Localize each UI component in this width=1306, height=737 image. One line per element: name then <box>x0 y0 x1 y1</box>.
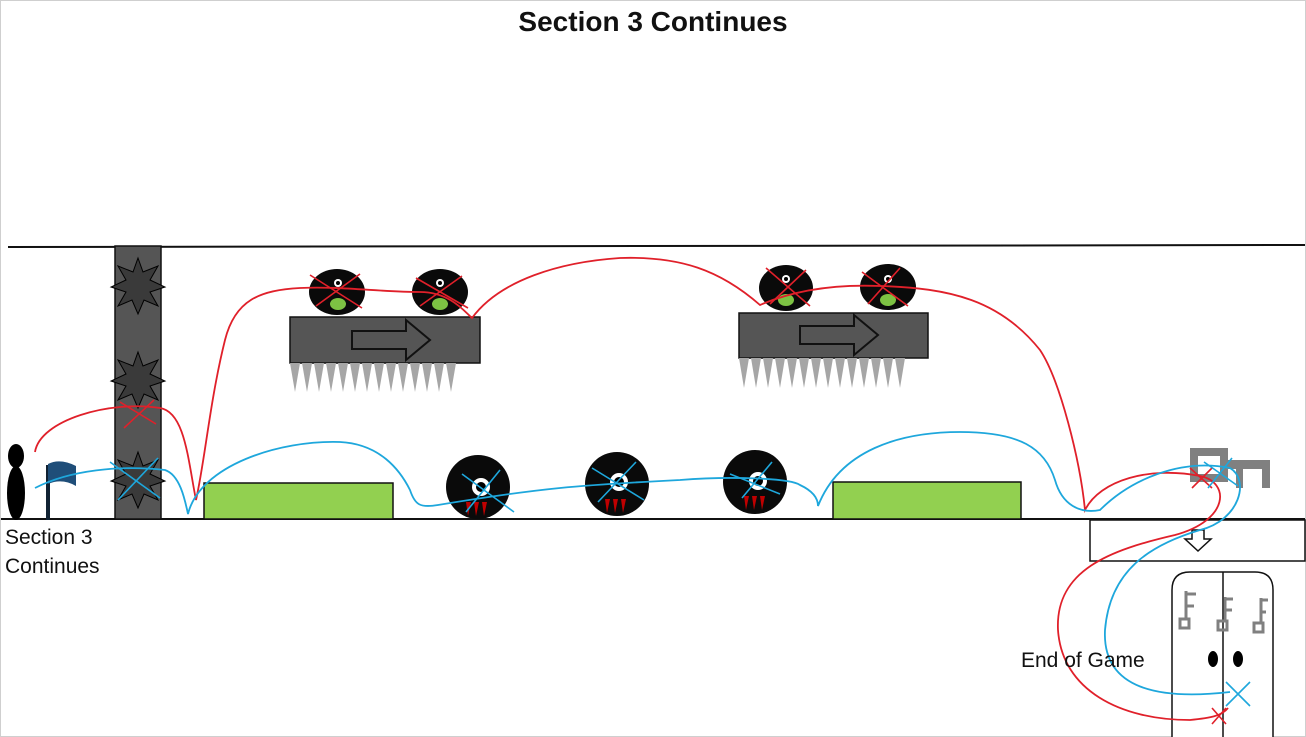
section-start-label: Section 3 Continues <box>5 523 145 581</box>
arrow-down-icon <box>1183 529 1213 553</box>
blue-x-marks <box>109 457 1251 707</box>
spike-row <box>290 363 456 392</box>
checkpoint-flag-icon <box>46 461 76 520</box>
key-slot-icon <box>1178 591 1268 634</box>
door-knob <box>1208 651 1218 667</box>
section-start-label-line1: Section 3 <box>5 526 93 549</box>
green-block <box>203 482 394 520</box>
moving-platform <box>738 312 929 388</box>
door-knob <box>1233 651 1243 667</box>
spike-row <box>739 358 905 388</box>
end-of-game-label: End of Game <box>1021 649 1145 672</box>
moving-platform <box>289 316 481 392</box>
player-character-icon <box>7 444 25 520</box>
arrow-right-icon <box>351 317 432 363</box>
page-title: Section 3 Continues <box>518 6 788 37</box>
arrow-right-icon <box>799 312 880 358</box>
ceiling-line <box>7 244 1306 248</box>
red-route-path <box>34 256 1229 721</box>
red-x-marks <box>119 267 1227 725</box>
exit-door <box>1171 571 1274 737</box>
key-icon <box>1190 448 1270 488</box>
green-block <box>832 481 1022 520</box>
section-start-label-line2: Continues <box>5 555 100 578</box>
spike-bomb-icon <box>109 256 167 316</box>
blue-route-path <box>34 431 1241 696</box>
spike-bomb-icon <box>109 350 167 410</box>
cyclops-enemy-icon <box>446 455 510 519</box>
spiked-pillar <box>109 245 167 520</box>
